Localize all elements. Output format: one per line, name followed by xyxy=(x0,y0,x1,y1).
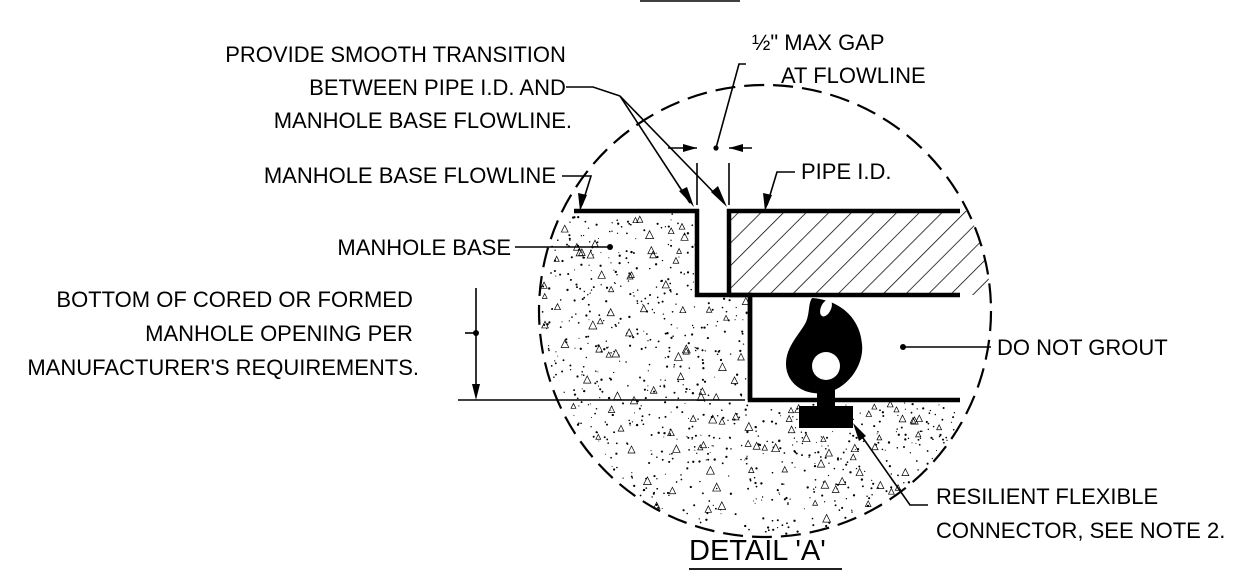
pipe-top-outline xyxy=(726,208,960,295)
manhole-base-outline xyxy=(574,208,960,403)
manhole-base-leader xyxy=(515,244,613,250)
connector-label: RESILIENT FLEXIBLE CONNECTOR, SEE NOTE 2… xyxy=(936,484,1225,543)
flowline-leader xyxy=(562,175,593,211)
do-not-grout-label: DO NOT GROUT xyxy=(997,335,1168,360)
manhole-base-concrete xyxy=(540,211,990,537)
pipe-id-label: PIPE I.D. xyxy=(801,159,891,184)
do-not-grout-leader xyxy=(900,344,991,350)
max-gap-label: ½" MAX GAP AT FLOWLINE xyxy=(752,30,926,88)
bottom-opening-leader xyxy=(458,288,745,401)
pipe-id-leader xyxy=(763,171,795,211)
connector-leader xyxy=(853,423,928,506)
manhole-base-label: MANHOLE BASE xyxy=(337,235,511,260)
pipe-wall xyxy=(729,211,989,295)
bottom-opening-label: BOTTOM OF CORED OR FORMED MANHOLE OPENIN… xyxy=(27,287,419,380)
detail-title: DETAIL 'A' xyxy=(689,535,826,567)
gap-dimension xyxy=(668,63,752,205)
smooth-transition-label: PROVIDE SMOOTH TRANSITION BETWEEN PIPE I… xyxy=(225,42,572,133)
flexible-connector xyxy=(786,298,863,428)
smooth-transition-leader xyxy=(566,86,727,207)
manhole-base-flowline-label: MANHOLE BASE FLOWLINE xyxy=(264,163,556,188)
detail-circle xyxy=(537,83,993,539)
